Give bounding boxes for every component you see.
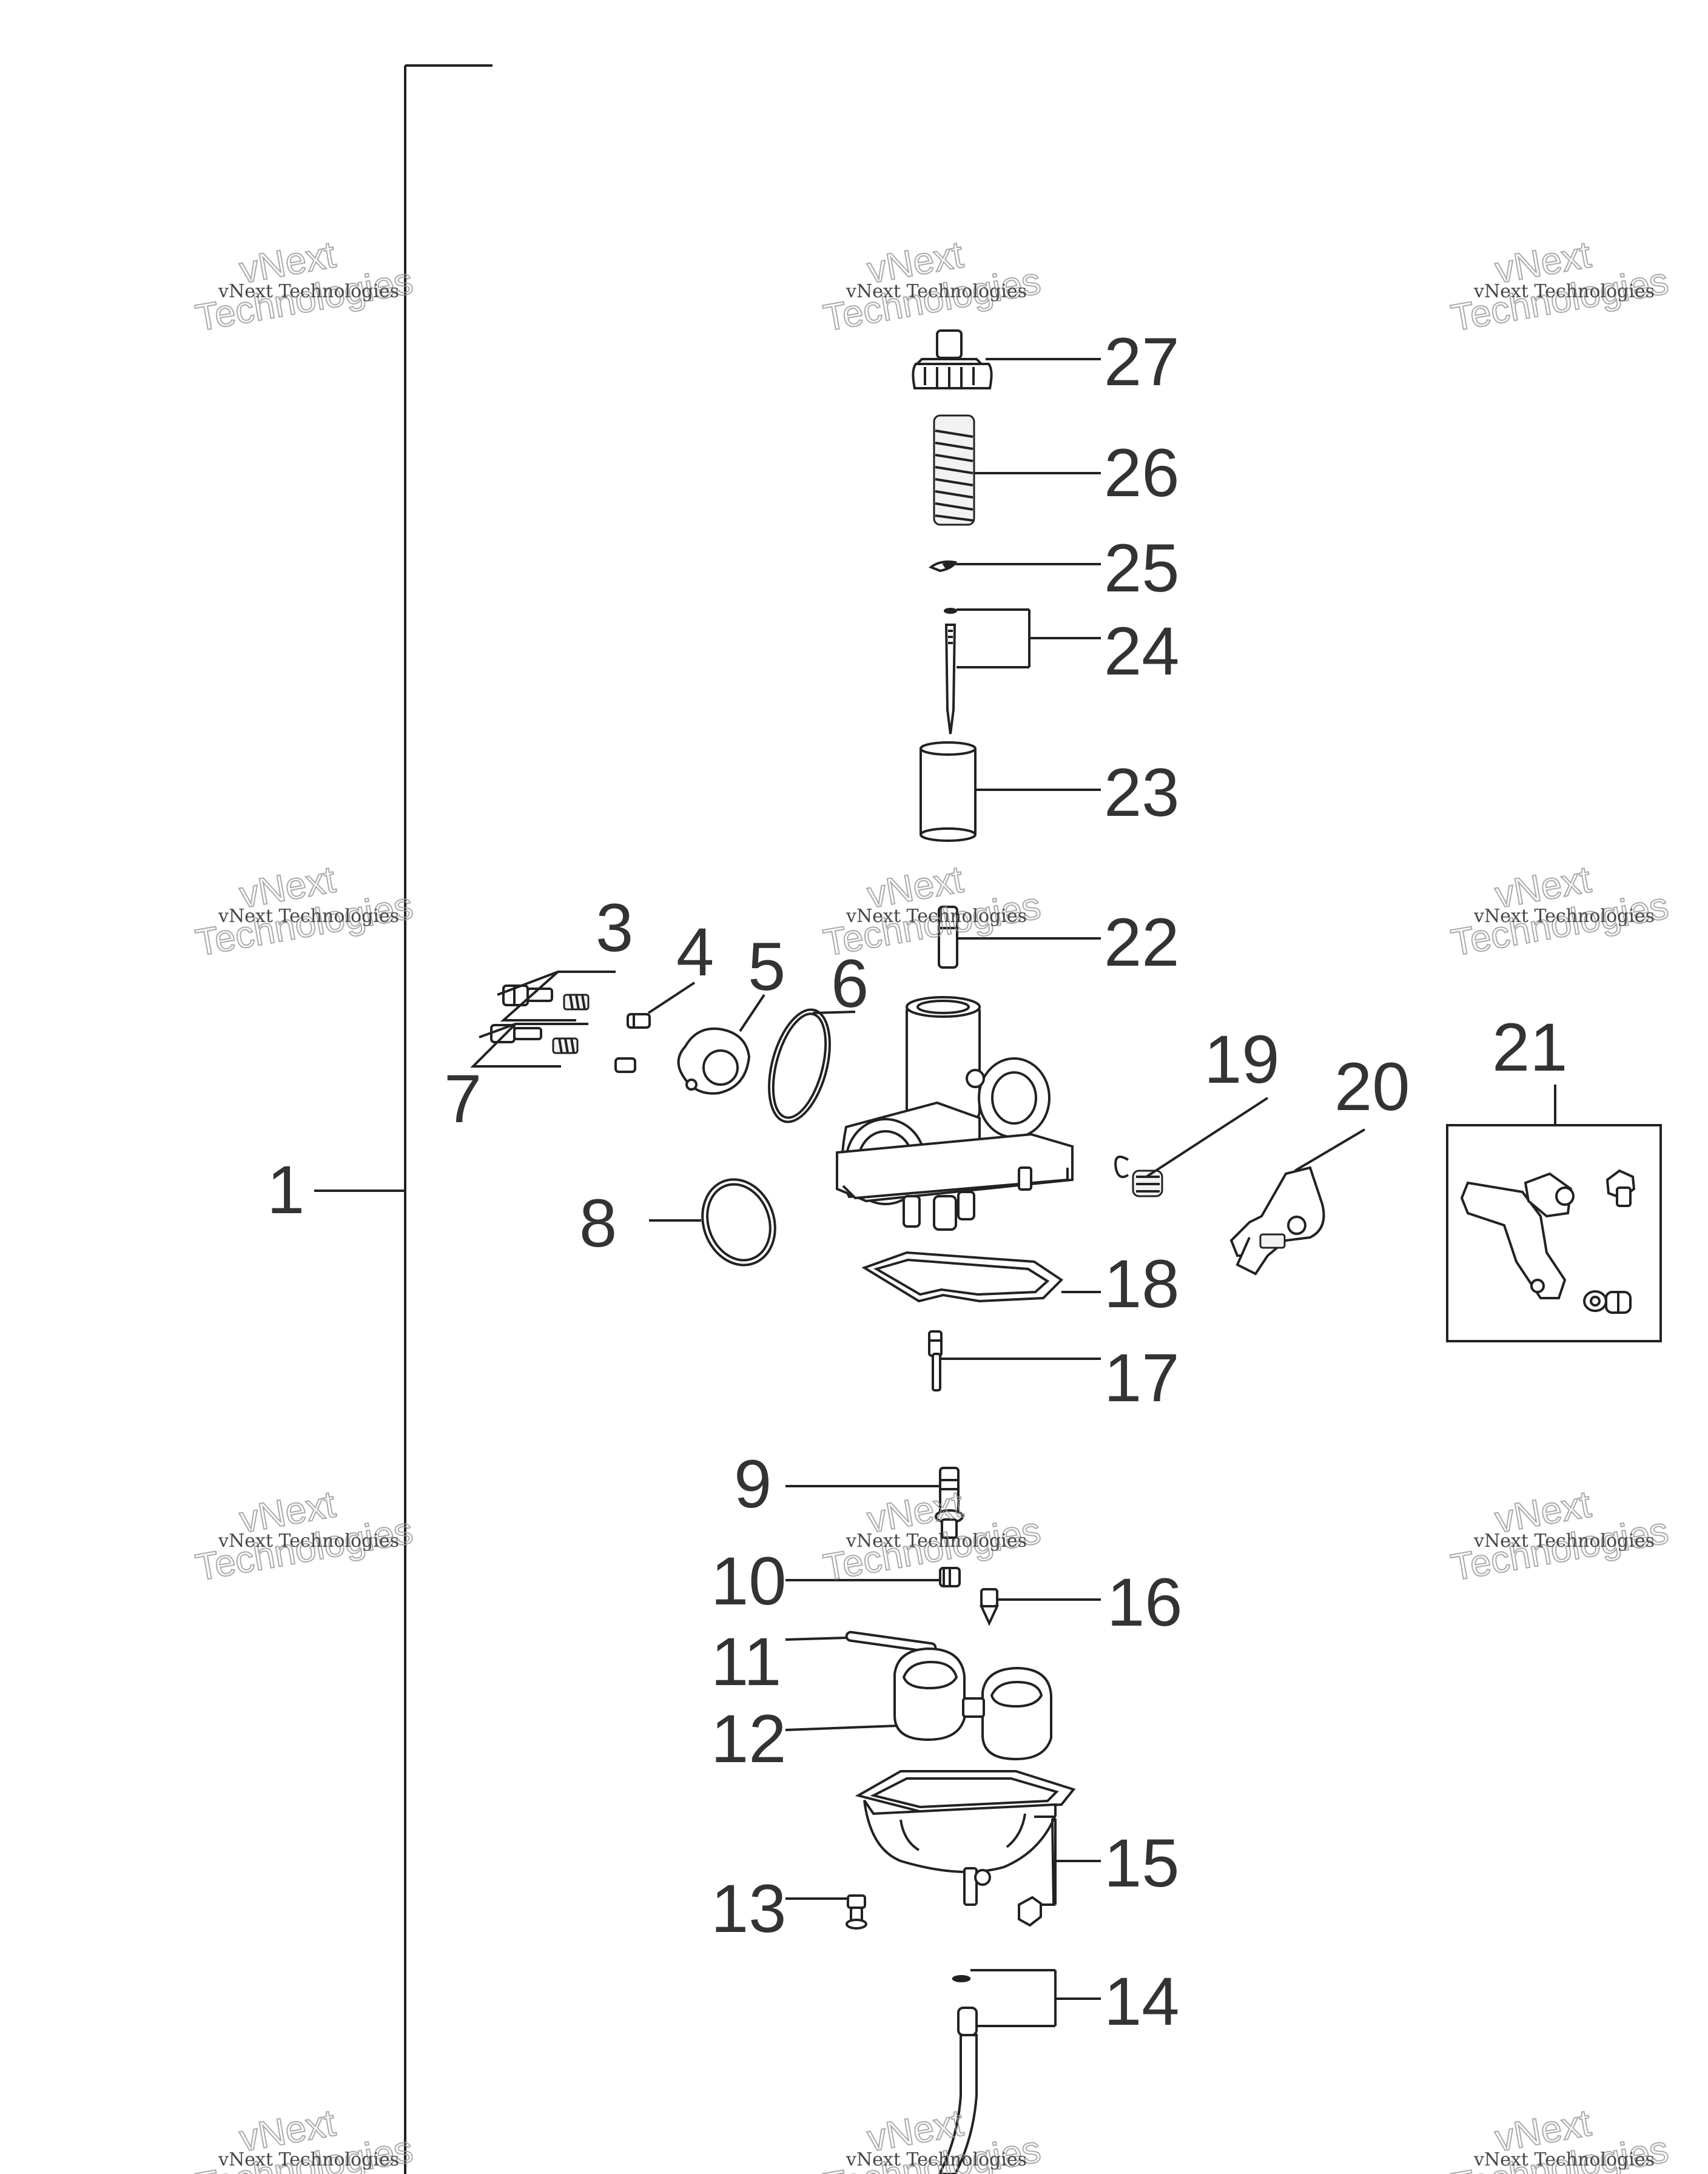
callout-24: 24 bbox=[1104, 613, 1180, 689]
callout-19: 19 bbox=[1204, 1021, 1280, 1097]
callout-17: 17 bbox=[1104, 1340, 1180, 1416]
svg-text:vNext Technologies: vNext Technologies bbox=[1473, 2149, 1655, 2170]
watermark: vNext Technologies vNext Technologies bbox=[1448, 233, 1672, 340]
callout-27: 27 bbox=[1104, 324, 1180, 400]
part-17-needle-jet bbox=[928, 1330, 943, 1392]
svg-text:vNext Technologies: vNext Technologies bbox=[846, 906, 1027, 927]
part-20-throttle-lever bbox=[1229, 1166, 1325, 1276]
callout-9: 9 bbox=[734, 1446, 772, 1522]
svg-text:vNext Technologies: vNext Technologies bbox=[1473, 906, 1655, 927]
part-7-idle-screw-set bbox=[470, 1023, 636, 1073]
watermark: vNext Technologies vNext Technologies bbox=[192, 858, 417, 964]
part-24-jet-needle bbox=[944, 608, 957, 735]
callout-13: 13 bbox=[711, 1871, 787, 1947]
callout-3: 3 bbox=[596, 890, 633, 966]
svg-text:vNext Technologies: vNext Technologies bbox=[1473, 1530, 1655, 1552]
carburetor-body bbox=[836, 996, 1074, 1231]
callout-14: 14 bbox=[1104, 1964, 1180, 2039]
part-18-float-bowl-gasket bbox=[861, 1251, 1064, 1303]
svg-text:vNext Technologies: vNext Technologies bbox=[218, 2149, 399, 2170]
part-15-float-bowl bbox=[855, 1770, 1076, 1927]
callout-labels: 1 3 4 5 6 7 8 9 10 11 12 13 14 15 16 17 … bbox=[267, 324, 1568, 2039]
watermark: vNext Technologies vNext Technologies bbox=[1448, 2101, 1672, 2174]
part-4-small-screw bbox=[627, 1013, 651, 1029]
callout-25: 25 bbox=[1104, 530, 1180, 606]
watermark: vNext Technologies vNext Technologies bbox=[820, 858, 1044, 964]
callout-16: 16 bbox=[1107, 1564, 1183, 1640]
svg-text:vNext Technologies: vNext Technologies bbox=[218, 1530, 399, 1552]
svg-text:vNext Technologies: vNext Technologies bbox=[218, 906, 399, 927]
part-12-float bbox=[893, 1647, 1052, 1761]
watermark: vNext Technologies vNext Technologies bbox=[820, 2101, 1044, 2174]
callout-15: 15 bbox=[1104, 1825, 1180, 1901]
callout-23: 23 bbox=[1104, 755, 1180, 830]
watermark: vNext Technologies vNext Technologies bbox=[192, 1482, 417, 1589]
part-23-throttle-slide bbox=[920, 741, 977, 842]
svg-text:vNext Technologies: vNext Technologies bbox=[218, 281, 399, 302]
callout-1: 1 bbox=[267, 1152, 304, 1228]
part-21-bracket-set bbox=[1446, 1085, 1662, 1342]
callout-18: 18 bbox=[1104, 1246, 1180, 1322]
watermark: vNext Technologies vNext Technologies bbox=[192, 233, 417, 340]
callout-5: 5 bbox=[748, 929, 785, 1005]
part-13-drain-screw bbox=[846, 1894, 867, 1930]
svg-text:vNext Technologies: vNext Technologies bbox=[1473, 281, 1655, 302]
part-9-main-jet-holder bbox=[935, 1467, 964, 1539]
callout-20: 20 bbox=[1334, 1049, 1410, 1125]
part-19-return-spring bbox=[1114, 1156, 1163, 1197]
part-16-float-needle bbox=[979, 1588, 1000, 1626]
callout-8: 8 bbox=[579, 1185, 617, 1261]
callout-10: 10 bbox=[711, 1543, 787, 1619]
watermark: vNext Technologies vNext Technologies bbox=[192, 2101, 417, 2174]
watermark: vNext Technologies vNext Technologies bbox=[1448, 1482, 1672, 1589]
callout-6: 6 bbox=[831, 946, 869, 1021]
watermark: vNext Technologies vNext Technologies bbox=[820, 1482, 1044, 1589]
assembly-bracket bbox=[314, 64, 493, 2174]
part-6-o-ring bbox=[768, 1008, 831, 1123]
callout-4: 4 bbox=[676, 914, 714, 990]
callout-21: 21 bbox=[1492, 1009, 1568, 1085]
svg-text:vNext Technologies: vNext Technologies bbox=[846, 2149, 1027, 2170]
watermarks: vNext Technologies vNext Technologies vN… bbox=[192, 233, 1672, 2174]
callout-11: 11 bbox=[711, 1624, 781, 1700]
part-26-throttle-spring bbox=[933, 414, 975, 526]
svg-text:vNext Technologies: vNext Technologies bbox=[846, 1530, 1027, 1552]
callout-12: 12 bbox=[711, 1701, 787, 1777]
part-25-needle-clip bbox=[929, 560, 958, 573]
callout-26: 26 bbox=[1104, 435, 1180, 511]
part-27-carburetor-cap bbox=[912, 329, 993, 389]
part-5-cover-plate bbox=[677, 1027, 751, 1095]
watermark: vNext Technologies vNext Technologies bbox=[1448, 858, 1672, 964]
part-10-main-jet bbox=[939, 1567, 961, 1587]
part-14-drain-tube bbox=[938, 1975, 978, 2174]
callout-22: 22 bbox=[1104, 904, 1180, 980]
watermark: vNext Technologies vNext Technologies bbox=[820, 233, 1044, 340]
svg-text:vNext Technologies: vNext Technologies bbox=[846, 281, 1027, 302]
leader-lines bbox=[647, 358, 1366, 2027]
part-8-o-ring bbox=[701, 1178, 776, 1267]
part-3-pilot-screw-set bbox=[497, 971, 616, 1021]
callout-7: 7 bbox=[444, 1061, 482, 1137]
